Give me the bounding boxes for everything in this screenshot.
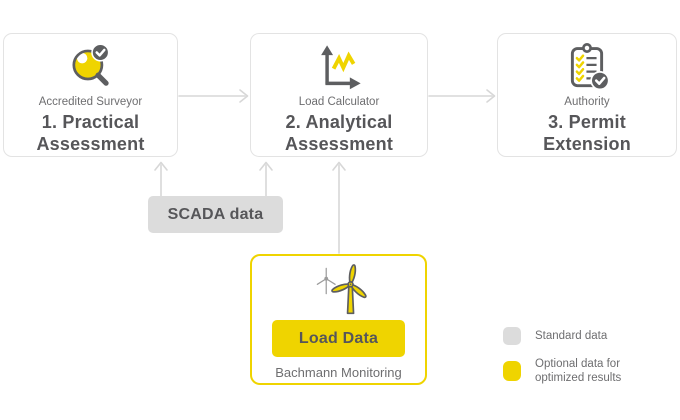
clipboard-check-icon [560,39,614,93]
scada-data-box: SCADA data [148,196,283,233]
step-title: 1. Practical Assessment [36,112,145,154]
step-box-permit-extension: Authority 3. Permit Extension [497,33,677,157]
standard-data-swatch [503,327,521,345]
magnifier-check-icon [65,39,117,93]
step-role-label: Accredited Surveyor [38,96,143,108]
legend-item-standard: Standard data [503,327,621,345]
step-title: 3. Permit Extension [543,112,631,154]
legend: Standard data Optional data for optimize… [503,327,621,386]
arrow-monitoring-to-step2 [332,161,346,254]
scada-data-label: SCADA data [167,205,264,223]
legend-item-optional: Optional data for optimized results [503,357,621,386]
wind-turbine-icon [299,260,389,318]
step-box-practical-assessment: Accredited Surveyor 1. Practical Assessm… [3,33,178,157]
load-chart-icon [313,39,365,93]
monitoring-box: Load Data Bachmann Monitoring [250,254,427,385]
step-box-analytical-assessment: Load Calculator 2. Analytical Assessment [250,33,428,157]
optional-data-swatch [503,361,521,382]
legend-label: Optional data for optimized results [535,358,622,385]
step-role-label: Load Calculator [298,96,380,108]
legend-label: Standard data [535,329,608,342]
step-title: 2. Analytical Assessment [284,112,394,154]
arrow-step1-to-step2 [178,89,249,103]
arrow-scada-to-step1 [154,161,168,197]
monitoring-caption: Bachmann Monitoring [275,365,402,380]
step-role-label: Authority [564,96,610,108]
arrow-step2-to-step3 [428,89,496,103]
arrow-scada-to-step2 [259,161,273,197]
load-data-button: Load Data [272,320,405,357]
